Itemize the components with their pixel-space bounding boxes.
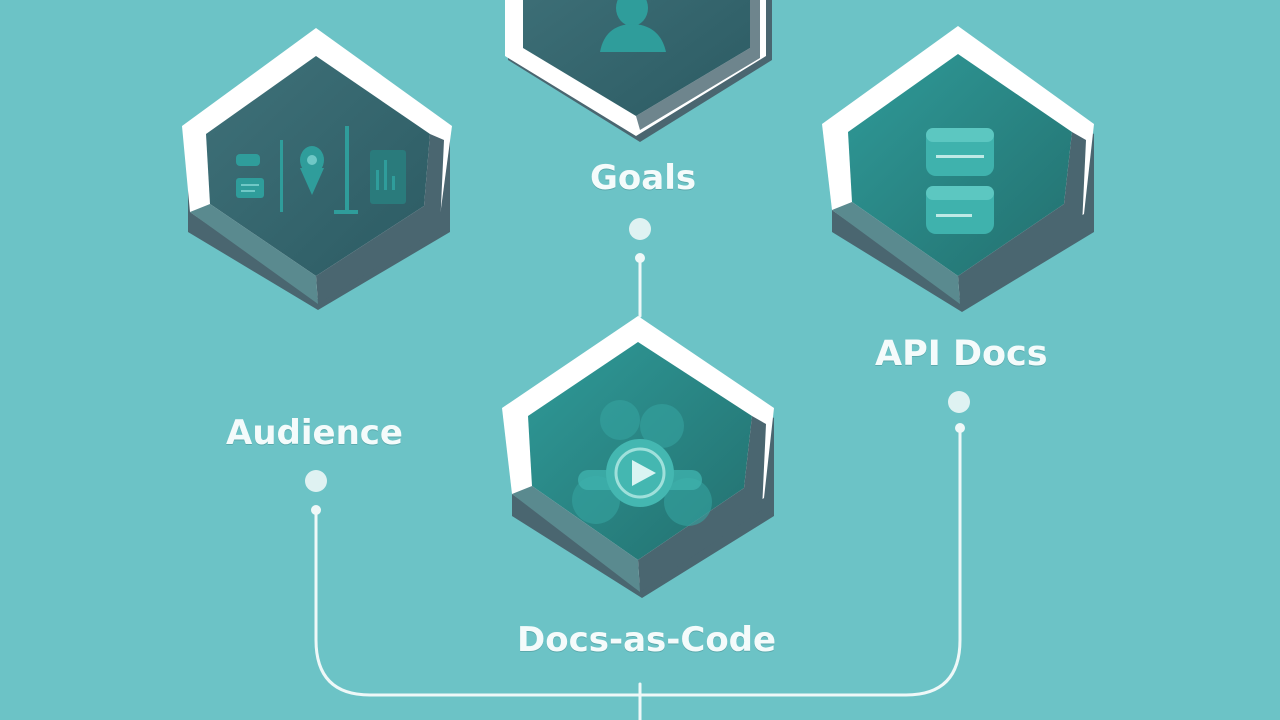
audience-node-dot [305, 470, 327, 492]
arrow-tip-api [955, 423, 965, 433]
play-icon [572, 400, 712, 526]
api-docs-label: API Docs [875, 334, 1048, 374]
goals-node-dot [629, 218, 651, 240]
person-icon [600, 0, 666, 52]
dashboard-icon [236, 126, 406, 214]
audience-hexagon [182, 28, 452, 310]
arrow-tip-goals [635, 253, 645, 263]
api-docs-hexagon [822, 26, 1094, 312]
database-icon [926, 128, 994, 234]
api-docs-node-dot [948, 391, 970, 413]
connector-lines [314, 256, 962, 720]
audience-label: Audience [226, 413, 403, 453]
docs-as-code-hexagon [502, 316, 774, 598]
arrow-tip-audience [311, 505, 321, 515]
arrowheads [311, 253, 965, 515]
goals-label: Goals [590, 158, 697, 198]
goals-hexagon [505, 0, 772, 142]
docs-as-code-label: Docs-as-Code [517, 620, 777, 660]
connector-bottom-loop [314, 426, 962, 697]
